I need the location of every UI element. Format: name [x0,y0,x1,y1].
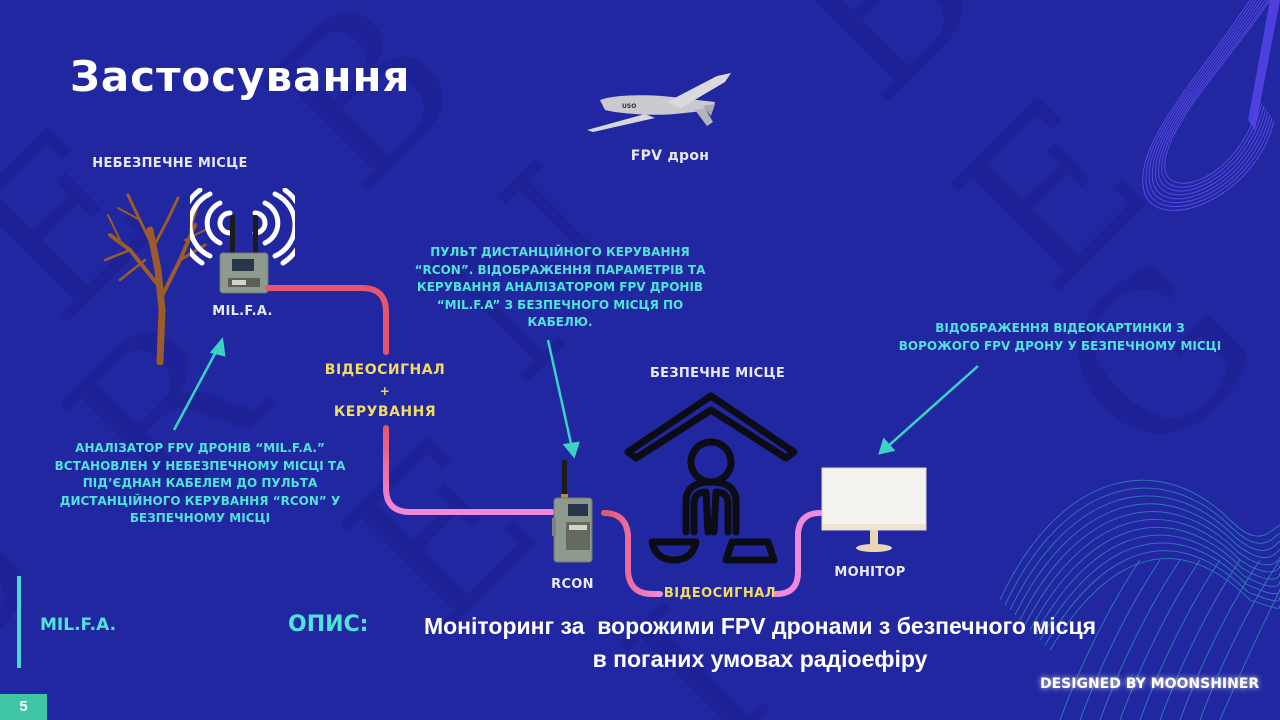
brand-name: MIL.F.A. [40,615,117,635]
description-label: ОПИС: [288,612,369,637]
cable1-label-plus: + [379,384,391,398]
safe-place-label: БЕЗПЕЧНЕ МІСЦЕ [649,366,786,381]
remote-control-device-icon [552,460,593,563]
monitor-icon [821,467,927,552]
radio-waves-icon [190,188,295,266]
cable1-label-videosignal: ВІДЕОСИГНАЛ [324,362,446,378]
rcon-note: ПУЛЬТ ДИСТАНЦІЙНОГО КЕРУВАННЯ “RCON”. ВІ… [414,245,706,329]
person-under-roof-icon [624,392,798,564]
designer-credit: DESIGNED BY MOONSHINER [1040,676,1260,692]
monitor-note: ВІДОБРАЖЕННЯ ВІДЕОКАРТИНКИ З ВОРОЖОГО FP… [898,321,1222,353]
svg-text:USO: USO [622,103,636,110]
analyzer-device-icon [219,215,269,294]
drone-icon: USO [587,73,731,132]
cable1-label-control: КЕРУВАННЯ [333,404,437,420]
description-line-1: Моніторинг за ворожими FPV дронами з без… [423,613,1097,639]
description-line-2: в поганих умовах радіоефіру [592,646,928,672]
drone-label: FPV дрон [630,148,710,164]
footer-accent-bar [17,576,21,668]
monitor-label: МОНІТОР [834,565,906,580]
cable2-label-videosignal: ВІДЕОСИГНАЛ [663,586,777,601]
milfa-note: АНАЛІЗАТОР FPV ДРОНІВ “MIL.F.A.” ВСТАНОВ… [54,441,346,525]
description-text: Моніторинг за ворожими FPV дронами з без… [370,610,1150,676]
dead-tree-icon [103,193,207,365]
page-number-badge: 5 [0,694,47,720]
dangerous-place-label: НЕБЕЗПЕЧНЕ МІСЦЕ [92,156,248,171]
rcon-label: RCON [551,577,594,592]
page-title: Застосування [70,52,411,101]
milfa-label: MIL.F.A. [212,304,273,319]
